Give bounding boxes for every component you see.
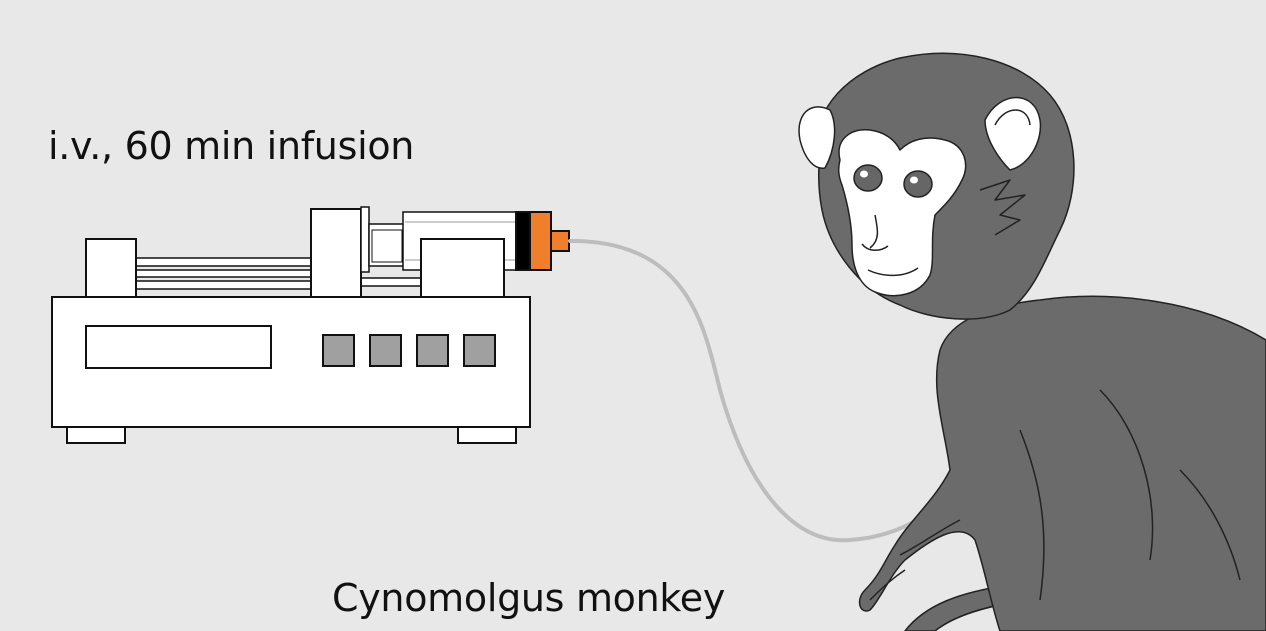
pump-button-3 xyxy=(416,334,449,367)
pump-rod-right xyxy=(359,277,426,287)
monkey-icon xyxy=(798,52,1266,631)
pump-button-4 xyxy=(463,334,496,367)
monkey-body xyxy=(858,295,1266,631)
pump-rod-mid xyxy=(134,269,316,278)
pump-foot-right xyxy=(457,425,517,444)
pump-button-2 xyxy=(369,334,402,367)
syringe-pump-icon xyxy=(51,206,570,444)
syringe-seal xyxy=(515,211,531,271)
pump-foot-left xyxy=(66,425,126,444)
pump-rod-top xyxy=(134,257,316,267)
monkey-eye-right xyxy=(903,170,933,198)
pump-button-1 xyxy=(322,334,355,367)
pump-syringe-holder xyxy=(420,238,505,298)
syringe-plunger-inner xyxy=(371,229,403,263)
species-label: Cynomolgus monkey xyxy=(332,576,726,620)
monkey-eye-left xyxy=(853,164,883,192)
syringe-tip xyxy=(529,211,552,271)
syringe-plunger-flange xyxy=(360,206,370,273)
syringe-nozzle xyxy=(550,230,570,252)
pump-pusher-block xyxy=(310,208,362,298)
pump-display xyxy=(85,325,272,369)
pump-end-block xyxy=(85,238,137,298)
monkey-ear-left xyxy=(798,106,836,169)
pump-rod-bottom xyxy=(134,280,316,290)
route-label: i.v., 60 min infusion xyxy=(48,124,415,168)
